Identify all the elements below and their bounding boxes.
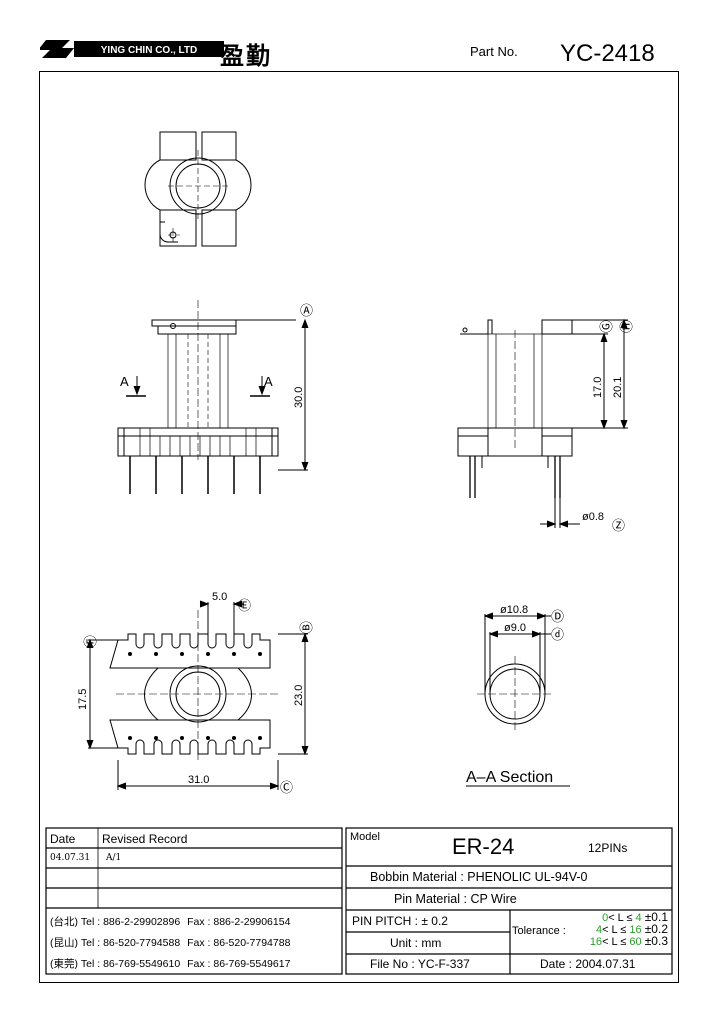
part-number: YC-2418 [560,40,655,67]
tolerance-row: 4< L ≤ 16 ±0.2 [595,922,668,936]
contact-row: (昆山) Tel : 86-520-7794588 Fax : 86-520-7… [50,935,290,950]
rev-col-record: Revised Record [102,832,188,846]
pin-count: 12PINs [588,841,628,855]
tolerance-row: 16< L ≤ 60 ±0.3 [589,934,668,948]
section-mark-left: A [120,374,129,389]
drawing-frame [39,71,679,983]
top-view [144,131,252,247]
tolerance-table: 0< L ≤ 4 ±0.1 4< L ≤ 16 ±0.2 16< L ≤ 60 … [574,910,668,948]
dim-31: 31.0 [188,774,209,786]
bobbin-label: Bobbin Material : [370,870,464,884]
pin-pitch-value: ± 0.2 [421,914,448,928]
date-label: Date : [540,957,573,971]
dim-23: 23.0 [293,685,305,706]
unit: Unit : mm [390,936,441,950]
label-d-upper: Ⓓ [551,609,564,624]
label-b: Ⓑ [299,621,314,634]
section-view [466,612,570,787]
tolerance-row: 0< L ≤ 4 ±0.1 [602,910,668,924]
contact-fax: Fax : 86-769-5549617 [187,958,291,970]
contact-fax: Fax : 886-2-29906154 [187,916,291,928]
section-mark-right: A [264,374,273,389]
file-label: File No : [370,957,415,971]
pin-material-label: Pin Material : [394,892,467,906]
dim-17-5: 17.5 [77,689,89,710]
pin-material-value: CP Wire [470,892,517,906]
file-number: File No : YC-F-337 [370,957,470,971]
label-z: Ⓩ [612,518,625,533]
contact-region: (東莞) [50,958,78,970]
unit-value: mm [421,936,442,950]
side-view [457,318,628,528]
file-value: YC-F-337 [417,957,470,971]
label-e: Ⓔ [238,598,251,613]
company-logo: YING CHIN CO., LTD [40,40,224,58]
label-d-lower: ⓓ [551,627,564,642]
contact-region: (昆山) [50,937,78,949]
dim-9: ø9.0 [504,622,526,634]
drawing-date: Date : 2004.07.31 [540,957,635,971]
bottom-view [86,600,309,790]
pin-pitch-label: PIN PITCH : [352,914,419,928]
contact-fax: Fax : 86-520-7794788 [187,937,291,949]
dim-17: 17.0 [592,377,604,398]
bobbin-value: PHENOLIC UL-94V-0 [467,870,588,884]
pin-material: Pin Material : CP Wire [394,892,517,906]
dim-10-8: ø10.8 [500,604,528,616]
rev-row-record: A/1 [106,853,122,863]
label-a: Ⓐ [300,303,313,318]
rev-row-date: 04.07.31 [50,853,91,863]
label-g: Ⓖ [599,320,614,333]
contact-tel: Tel : 86-769-5549610 [80,958,181,970]
dim-0-8: ø0.8 [582,511,604,523]
model-value: ER-24 [452,834,515,859]
dim-5: 5.0 [212,591,227,603]
label-h: Ⓗ [619,320,634,333]
rev-col-date: Date [50,832,76,846]
label-c: Ⓒ [280,780,293,795]
company-name-en: YING CHIN CO., LTD [101,45,197,56]
contact-row: (台北) Tel : 886-2-29902896 Fax : 886-2-29… [50,914,290,929]
unit-label: Unit : [390,936,419,950]
section-title: A–A Section [466,769,553,786]
label-f: Ⓕ [83,635,98,648]
front-view [117,300,309,494]
contact-row: (東莞) Tel : 86-769-5549610 Fax : 86-769-5… [50,956,290,971]
bobbin-material: Bobbin Material : PHENOLIC UL-94V-0 [370,870,587,884]
contact-tel: Tel : 86-520-7794588 [80,937,181,949]
contact-region: (台北) [50,916,78,928]
part-number-label: Part No. [470,44,518,59]
tolerance-label: Tolerance : [512,925,566,937]
dim-30: 30.0 [293,387,305,408]
dim-20-1: 20.1 [612,377,624,398]
company-name-cn: 盈勤 [220,41,272,70]
contact-tel: Tel : 886-2-29902896 [80,916,181,928]
model-label: Model [350,831,380,843]
date-value: 2004.07.31 [575,957,636,971]
pin-pitch: PIN PITCH : ± 0.2 [352,914,448,928]
